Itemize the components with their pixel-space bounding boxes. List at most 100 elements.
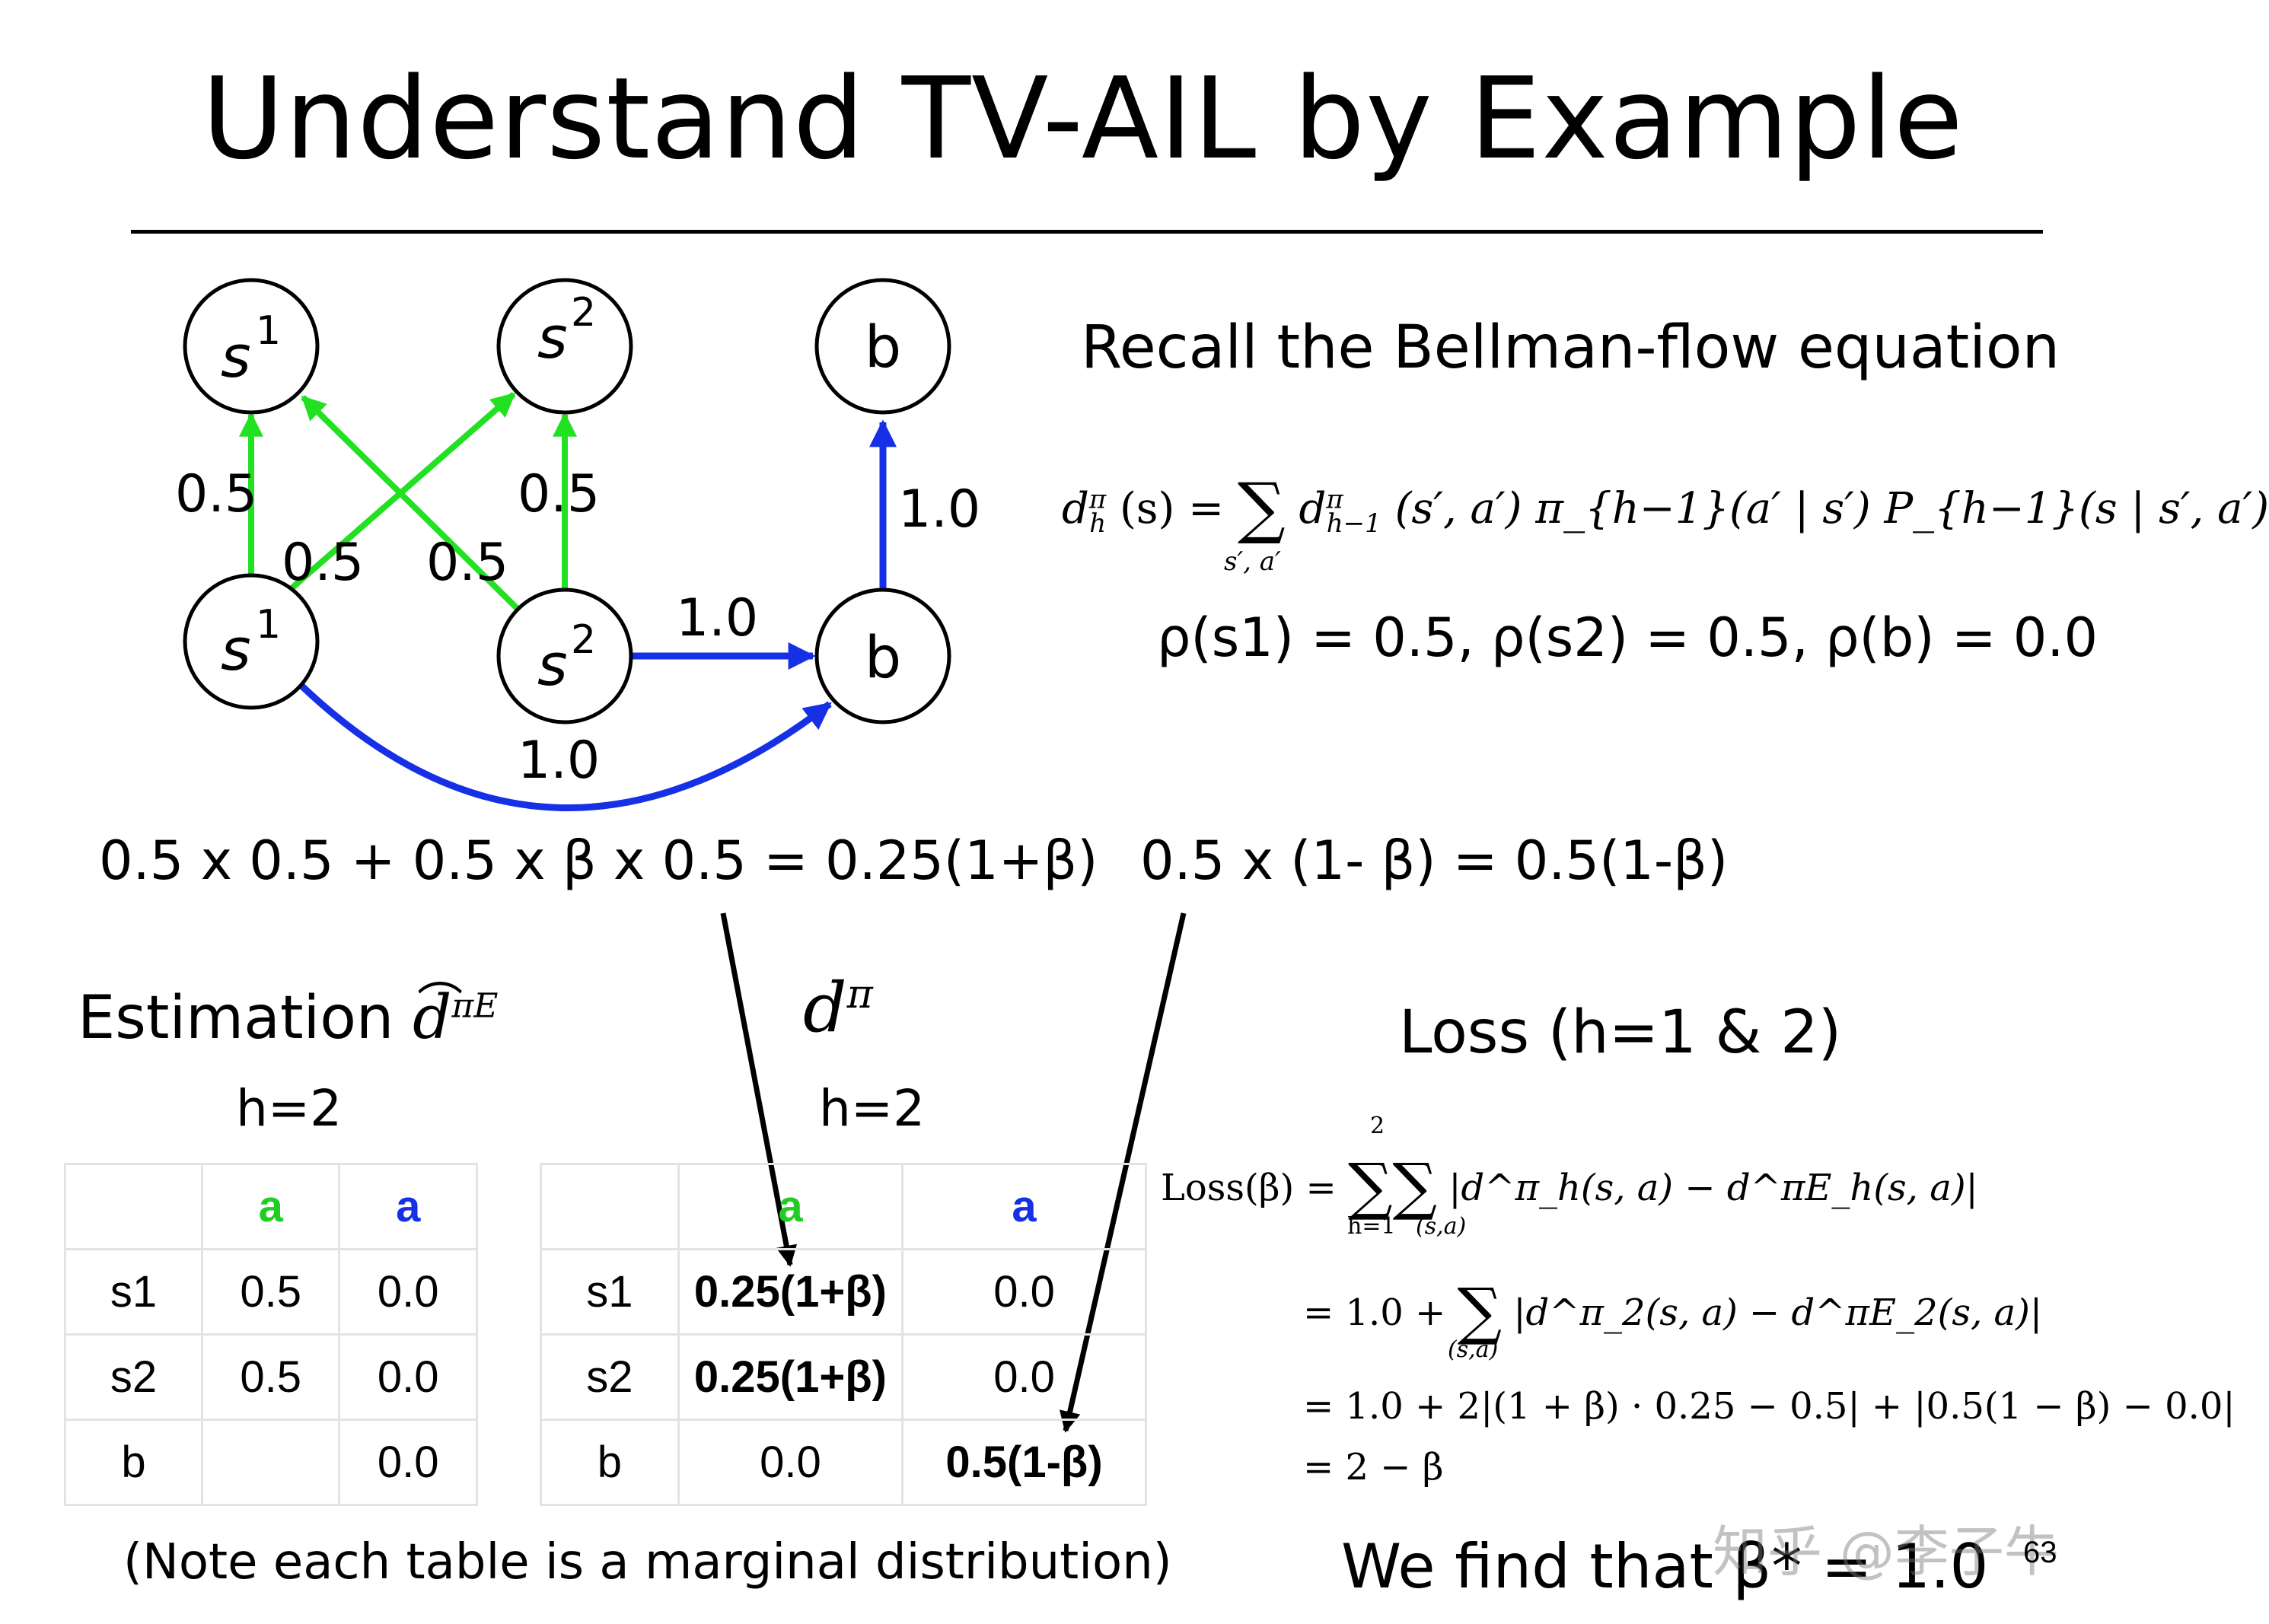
node-bottom-s1-label: s [221, 616, 251, 683]
loss-line-4: = 2 − β [1303, 1446, 1444, 1489]
hat-accent: ⌒ [417, 979, 463, 1032]
loss-heading: Loss (h=1 & 2) [1399, 998, 1842, 1067]
loss-line-2-prefix: = 1.0 + [1303, 1291, 1446, 1334]
estimation-h-label: h=2 [236, 1079, 343, 1138]
loss-sum-bottom: (s,a) [1448, 1336, 1499, 1363]
label-s1-s2: 0.5 [282, 533, 364, 593]
loss-lhs: Loss(β) = [1161, 1167, 1337, 1209]
calc-right: 0.5 x (1- β) = 0.5(1-β) [1140, 830, 1729, 892]
edge-s2-s1 [301, 395, 520, 611]
table-cell: s2 [64, 1333, 203, 1421]
calc-left: 0.5 x 0.5 + 0.5 x β x 0.5 = 0.25(1+β) [99, 830, 1098, 892]
loss-term-2: |d^π_2(s, a) − d^πE_2(s, a)| [1513, 1291, 2042, 1334]
table-cell: b [540, 1419, 680, 1506]
table-cell: 0.25(1+β) [677, 1248, 904, 1336]
table-row: b 0.0 [64, 1419, 478, 1506]
table-header-green-a: a [677, 1163, 904, 1250]
note-text: (Note each table is a marginal distribut… [123, 1534, 1172, 1591]
table-cell: 0.5(1-β) [901, 1419, 1147, 1506]
node-top-s2 [496, 278, 633, 415]
estimation-heading: Estimation ⌒dπE [78, 979, 498, 1052]
table-header-green-a: a [200, 1163, 341, 1250]
loss-sum1-bottom: h=1 [1347, 1213, 1396, 1240]
node-bottom-s2-sup: 2 [571, 617, 596, 663]
label-s2-s1: 0.5 [426, 533, 508, 593]
table-header-row: a a [540, 1163, 1147, 1250]
watermark: 知乎 @李子牛 [1713, 1520, 2059, 1584]
estimation-table: a a s1 0.5 0.0 s2 0.5 0.0 b 0.0 [64, 1163, 478, 1506]
loss-line-1: Loss(β) = ∑∑ |d^π_h(s, a) − d^πE_h(s, a)… [1161, 1151, 1978, 1223]
page-number: 63 [2023, 1536, 2057, 1569]
bellman-rhs-d: d [1299, 484, 1327, 533]
table-cell: s2 [540, 1333, 680, 1421]
node-bottom-b-label: b [865, 623, 901, 691]
table-header-blue-a: a [901, 1163, 1147, 1250]
table-row: s2 0.5 0.0 [64, 1333, 478, 1421]
table-cell: 0.0 [677, 1419, 904, 1506]
label-b-b: 1.0 [898, 479, 980, 540]
dpi-table: a a s1 0.25(1+β) 0.0 s2 0.25(1+β) 0.0 b … [540, 1163, 1147, 1506]
node-top-b [814, 278, 951, 415]
loss-line-3: = 1.0 + 2|(1 + β) · 0.25 − 0.5| + |0.5(1… [1303, 1385, 2236, 1428]
label-s2-b: 1.0 [676, 588, 758, 648]
bellman-lhs-sup: π [1088, 484, 1107, 515]
sum-symbol: ∑ [1347, 1151, 1393, 1223]
node-bottom-s2-label: s [537, 631, 568, 699]
title-divider [131, 230, 2043, 234]
node-top-s1-sup: 1 [256, 308, 281, 354]
node-top-s1-label: s [221, 323, 251, 390]
table-header-row: a a [64, 1163, 478, 1250]
table-cell: 0.25(1+β) [677, 1333, 904, 1421]
table-cell: s1 [540, 1248, 680, 1336]
sum-symbol: ∑ [1392, 1151, 1438, 1223]
table-row: s1 0.25(1+β) 0.0 [540, 1248, 1147, 1336]
sum-symbol: ∑ [1237, 468, 1286, 546]
table-row: s1 0.5 0.0 [64, 1248, 478, 1336]
node-bottom-s2 [496, 588, 633, 724]
dpi-symbol: dπ [803, 968, 873, 1048]
dpi-h-label: h=2 [819, 1079, 926, 1138]
table-row: s2 0.25(1+β) 0.0 [540, 1333, 1147, 1421]
bellman-equation: dπh (s) = ∑ dπh−1 (s′, a′) π_{h−1}(a′ | … [1062, 468, 2269, 546]
bellman-sum-under: s′, a′ [1224, 546, 1281, 577]
bellman-lhs-arg: (s) = [1119, 484, 1225, 533]
conclusion-text: We find that β* = 1.0 [1341, 1531, 1989, 1602]
label-s1-b: 1.0 [518, 731, 600, 791]
node-top-b-label: b [865, 313, 901, 381]
table-cell: 0.5 [200, 1248, 341, 1336]
label-s1-s1: 0.5 [175, 464, 257, 524]
node-bottom-s1 [183, 573, 320, 710]
bellman-lhs-sub: h [1089, 508, 1107, 540]
table-cell: 0.0 [338, 1248, 478, 1336]
node-top-s1 [183, 278, 320, 415]
table-cell [540, 1163, 680, 1250]
bellman-rhs-sup: π [1326, 484, 1343, 515]
loss-sum1-top: 2 [1370, 1113, 1385, 1139]
loss-line-2: = 1.0 + ∑ |d^π_2(s, a) − d^πE_2(s, a)| [1303, 1275, 2042, 1348]
estimation-label: Estimation [78, 984, 394, 1052]
node-top-s2-label: s [537, 304, 568, 371]
bellman-rhs-sub: h−1 [1326, 508, 1381, 540]
node-bottom-b [814, 588, 951, 724]
table-cell: 0.0 [901, 1333, 1147, 1421]
table-cell: s1 [64, 1248, 203, 1336]
rho-line: ρ(s1) = 0.5, ρ(s2) = 0.5, ρ(b) = 0.0 [1157, 607, 2099, 669]
table-cell: 0.0 [338, 1419, 478, 1506]
bellman-lhs-d: d [1062, 484, 1089, 533]
table-cell: b [64, 1419, 203, 1506]
bellman-heading: Recall the Bellman-flow equation [1081, 314, 2060, 382]
estimation-symbol: ⌒dπE [413, 979, 498, 1052]
node-bottom-s1-sup: 1 [256, 602, 281, 648]
slide-title: Understand TV-AIL by Example [202, 53, 1964, 184]
loss-term-1: |d^π_h(s, a) − d^πE_h(s, a)| [1448, 1167, 1978, 1209]
table-cell [64, 1163, 203, 1250]
table-row: b 0.0 0.5(1-β) [540, 1419, 1147, 1506]
table-cell: 0.5 [200, 1333, 341, 1421]
label-s2-s2: 0.5 [518, 464, 600, 524]
flow-diagram: s 1 s 2 b s 1 s 2 b 0.5 0.5 0.5 0.5 1.0 … [175, 278, 1187, 1433]
sum-symbol: ∑ [1457, 1275, 1503, 1348]
loss-sum2-bottom: (s,a) [1416, 1213, 1467, 1240]
edge-s1-b-curve [298, 682, 832, 811]
node-top-s2-sup: 2 [571, 290, 596, 336]
bellman-rhs-tail: (s′, a′) π_{h−1}(a′ | s′) P_{h−1}(s | s′… [1394, 484, 2269, 533]
